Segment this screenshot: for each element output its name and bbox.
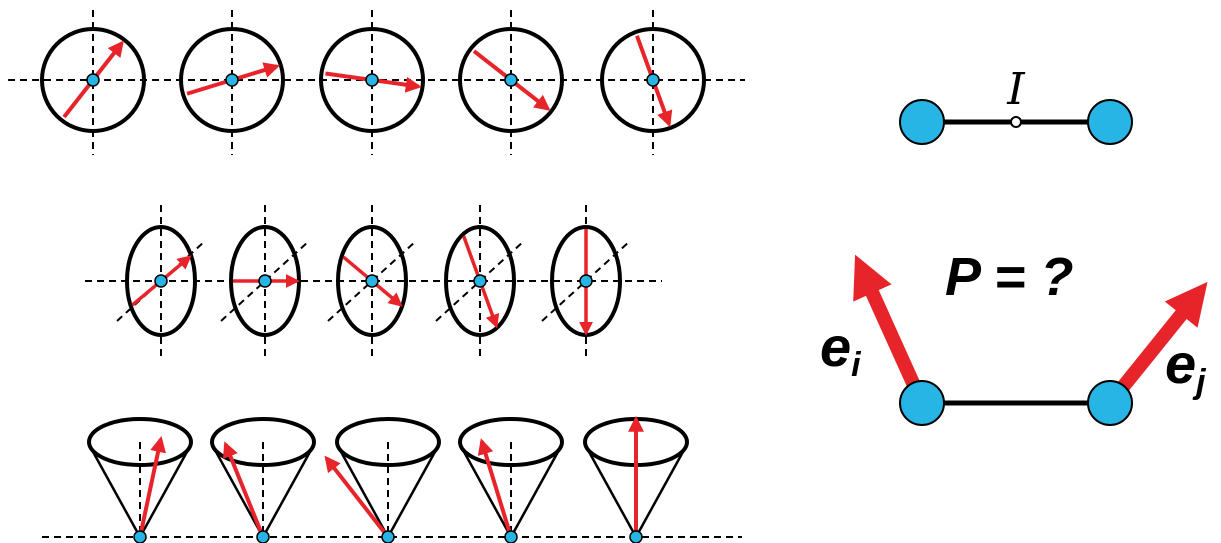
- precession-ellipse: [125, 225, 197, 337]
- circular-precession-item: [179, 10, 285, 155]
- atom-dot: [365, 274, 379, 288]
- atom-dot: [256, 530, 270, 543]
- atom-dot: [258, 274, 272, 288]
- dimer-right-atom: [1087, 99, 1133, 145]
- spin-arrow: [477, 438, 513, 538]
- circular-precession-item: [458, 10, 564, 155]
- cone-side: [461, 449, 513, 538]
- conical-precession-item: [324, 417, 441, 543]
- elliptical-precession-item: [116, 205, 206, 357]
- cone-side: [509, 449, 561, 538]
- atom-dot: [225, 73, 239, 87]
- cone-side: [138, 449, 190, 538]
- conical-precession-item: [458, 417, 564, 543]
- ei-arrow: [853, 254, 929, 406]
- diagonal-axis: [327, 240, 417, 322]
- atom-dot: [579, 274, 593, 288]
- diagonal-axis: [220, 240, 310, 322]
- cone-side: [338, 449, 390, 538]
- dimer-left-atom: [899, 99, 945, 145]
- atom-dot: [381, 530, 395, 543]
- precession-ellipse: [444, 225, 516, 337]
- cone-side: [386, 449, 438, 538]
- dimer-diagram: I: [899, 64, 1133, 145]
- elliptical-precession-item: [435, 205, 525, 357]
- spin-arrow: [138, 436, 166, 538]
- conical-precession-row: [42, 415, 742, 543]
- conical-precession-item: [583, 415, 689, 543]
- conical-precession-item: [87, 417, 193, 543]
- ej-label: ej: [1165, 332, 1207, 401]
- pair-left-atom: [899, 380, 945, 426]
- elliptical-precession-row: [85, 205, 662, 357]
- conical-precession-item: [210, 417, 316, 543]
- atom-dot: [154, 274, 168, 288]
- atom-dot: [473, 274, 487, 288]
- circular-precession-item: [40, 10, 146, 155]
- ej-arrow: [1104, 281, 1208, 408]
- elliptical-precession-item: [327, 205, 417, 357]
- elliptical-precession-item: [541, 205, 631, 357]
- atom-dot: [86, 73, 100, 87]
- spin-arrow: [324, 455, 390, 539]
- pair-right-atom: [1087, 380, 1133, 426]
- atom-dot: [365, 73, 379, 87]
- circular-precession-row: [8, 10, 745, 155]
- inversion-label: I: [1006, 64, 1026, 115]
- circular-precession-item: [600, 10, 706, 155]
- cone-side: [90, 449, 142, 538]
- atom-dot: [629, 530, 643, 543]
- diagonal-axis: [435, 240, 525, 322]
- cone-side: [634, 449, 686, 538]
- inversion-center: [1010, 116, 1022, 128]
- circular-precession-item: [319, 10, 425, 155]
- diagonal-axis: [541, 240, 631, 322]
- atom-dot: [646, 73, 660, 87]
- cone-side: [261, 449, 313, 538]
- diagonal-axis: [116, 240, 206, 322]
- atom-dot: [504, 73, 518, 87]
- atom-dot: [133, 530, 147, 543]
- ei-label: ei: [820, 315, 862, 384]
- spin-arrow: [222, 441, 265, 538]
- cone-side: [586, 449, 638, 538]
- polarization-question: P = ?: [945, 247, 1074, 307]
- elliptical-precession-item: [220, 205, 310, 357]
- polarization-diagram: P = ? ei ej: [820, 247, 1208, 426]
- precession-ellipse: [336, 225, 408, 337]
- atom-dot: [504, 530, 518, 543]
